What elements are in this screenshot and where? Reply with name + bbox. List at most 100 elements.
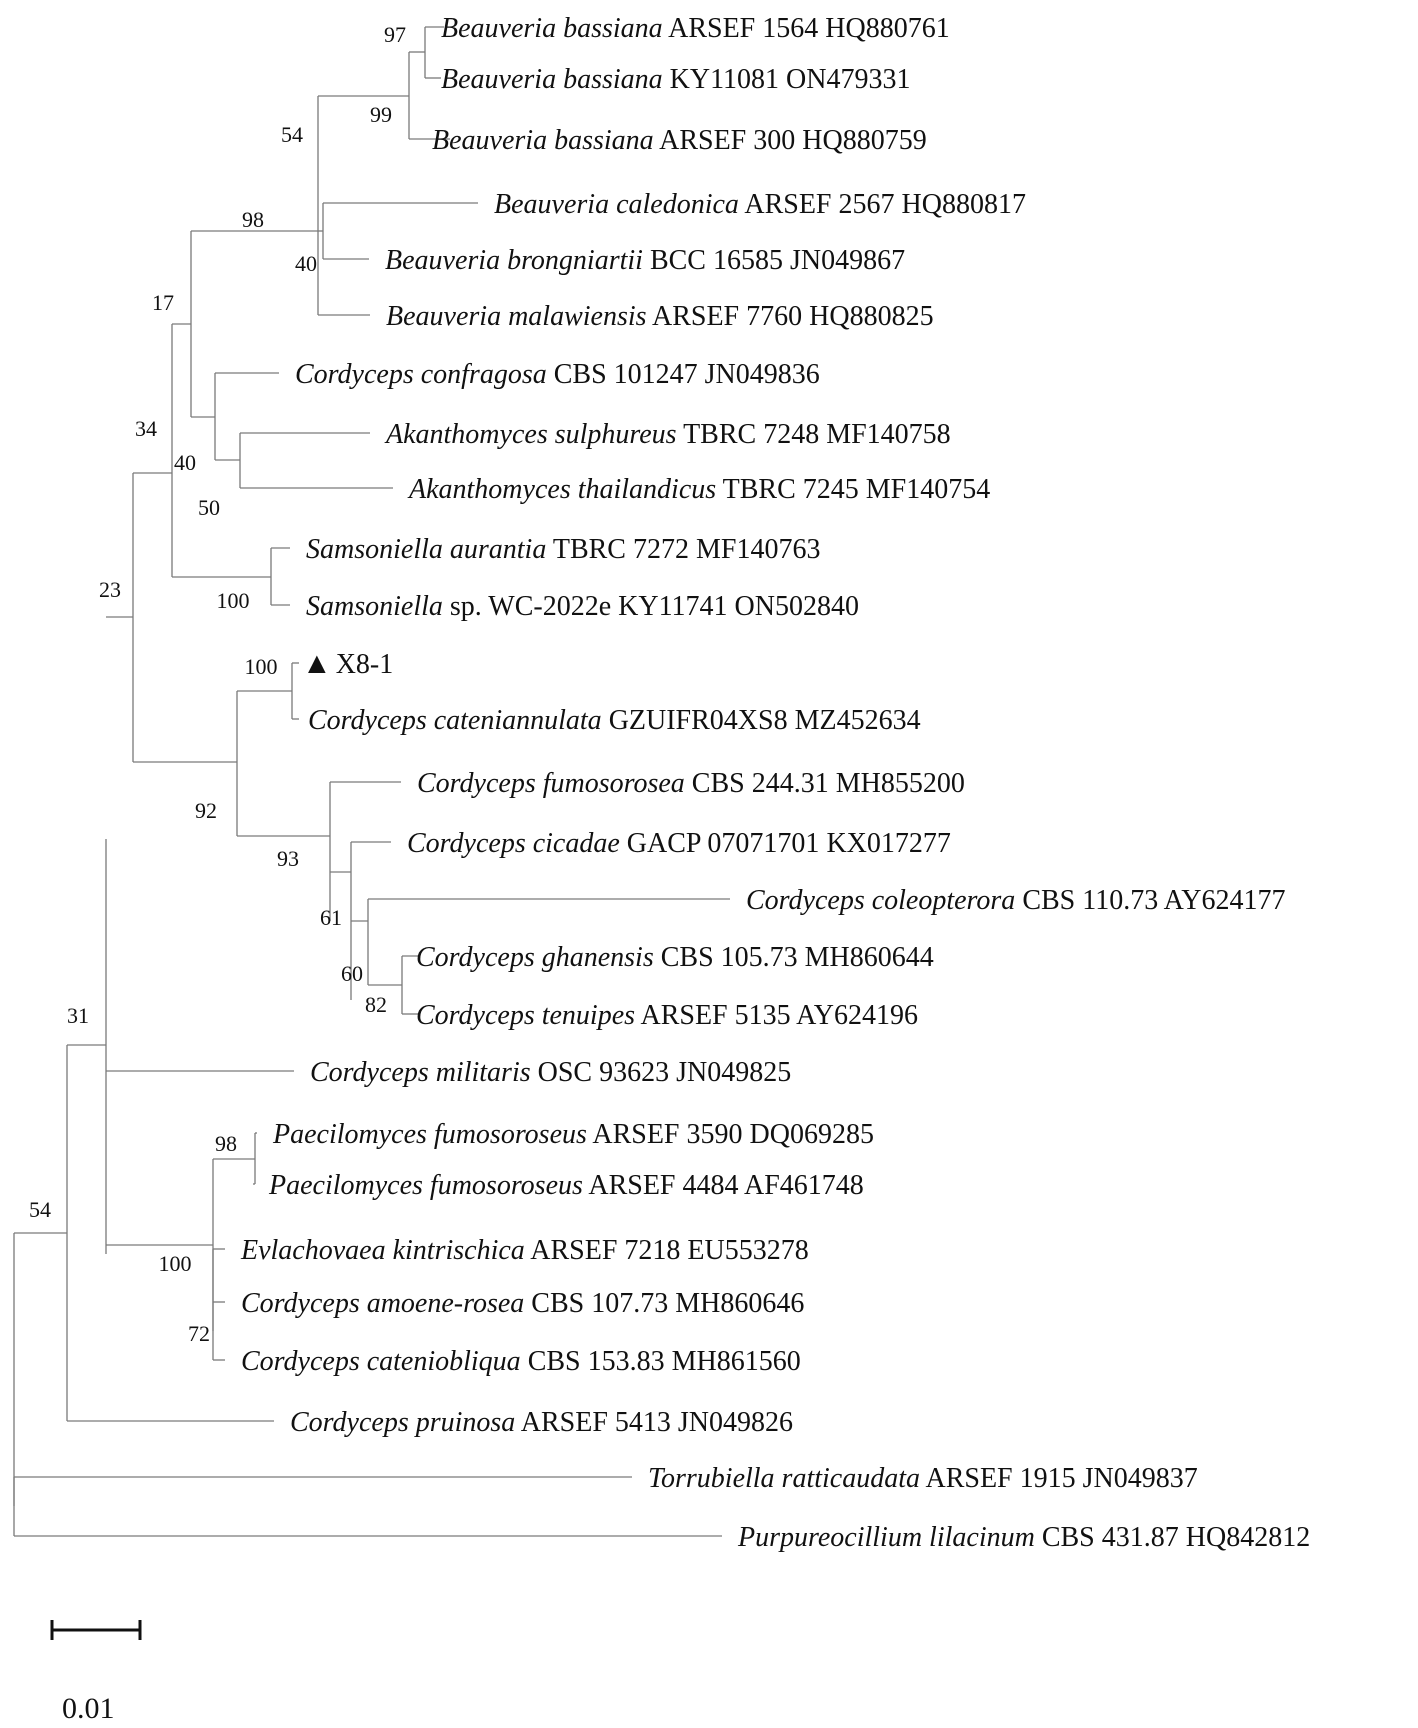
bootstrap-value: 98 bbox=[215, 1131, 237, 1156]
taxon-accession: JN049837 bbox=[1076, 1463, 1198, 1494]
taxon-species: Cordyceps coleopterora bbox=[746, 885, 1015, 916]
taxon-strain: ARSEF 7760 bbox=[647, 301, 803, 332]
bootstrap-value: 98 bbox=[242, 207, 264, 232]
bootstrap-value: 54 bbox=[281, 122, 303, 147]
taxon-label: Paecilomyces fumosoroseus ARSEF 3590 DQ0… bbox=[272, 1119, 874, 1150]
taxon-strain: ARSEF 1564 bbox=[663, 13, 819, 44]
taxon-species: Cordyceps pruinosa bbox=[290, 1407, 515, 1438]
taxon-accession: HQ880817 bbox=[895, 189, 1026, 220]
taxon-species: Samsoniella bbox=[306, 591, 443, 622]
bootstrap-value: 54 bbox=[29, 1197, 51, 1222]
taxon-accession: MF140754 bbox=[859, 474, 990, 505]
taxon-strain: ARSEF 3590 bbox=[587, 1119, 743, 1150]
taxon-accession: HQ842812 bbox=[1179, 1522, 1310, 1553]
bootstrap-value: 100 bbox=[159, 1251, 192, 1276]
taxon-species: Cordyceps fumosorosea bbox=[417, 768, 685, 799]
taxon-accession: MZ452634 bbox=[788, 705, 921, 736]
taxon-accession: ON502840 bbox=[728, 591, 859, 622]
taxon-label: Cordyceps coleopterora CBS 110.73 AY6241… bbox=[746, 885, 1286, 916]
bootstrap-value: 99 bbox=[370, 102, 392, 127]
taxon-species: Cordyceps cicadae bbox=[407, 828, 620, 859]
taxon-label: Cordyceps cateniannulata GZUIFR04XS8 MZ4… bbox=[308, 705, 921, 736]
taxon-label: Torrubiella ratticaudata ARSEF 1915 JN04… bbox=[648, 1463, 1198, 1494]
taxon-accession: MH860646 bbox=[668, 1288, 804, 1319]
taxon-accession: MF140758 bbox=[819, 419, 950, 450]
taxon-label: Beauveria caledonica ARSEF 2567 HQ880817 bbox=[494, 189, 1026, 220]
taxon-strain: ARSEF 1915 bbox=[920, 1463, 1076, 1494]
taxon-species: Cordyceps ghanensis bbox=[416, 942, 654, 973]
scale-bar: 0.01 bbox=[50, 1620, 142, 1725]
taxon-qualifier: sp. WC-2022e bbox=[443, 591, 611, 622]
taxon-species: Beauveria bassiana bbox=[441, 64, 663, 95]
taxon-strain: BCC 16585 bbox=[643, 245, 783, 276]
taxon-label: Samsoniella sp. WC-2022e KY11741 ON50284… bbox=[306, 591, 859, 622]
tree-branches bbox=[13, 26, 730, 1537]
taxon-accession: MH855200 bbox=[829, 768, 965, 799]
taxon-strain: TBRC 7248 bbox=[677, 419, 820, 450]
taxon-label: Cordyceps fumosorosea CBS 244.31 MH85520… bbox=[417, 768, 965, 799]
taxon-species: Akanthomyces sulphureus bbox=[384, 419, 677, 450]
bootstrap-value: 31 bbox=[67, 1003, 89, 1028]
bootstrap-value: 72 bbox=[188, 1321, 210, 1346]
taxon-accession: JN049836 bbox=[698, 359, 820, 390]
taxon-species: Cordyceps cateniannulata bbox=[308, 705, 602, 736]
taxon-label: Beauveria bassiana ARSEF 1564 HQ880761 bbox=[441, 13, 950, 44]
taxon-accession: ON479331 bbox=[779, 64, 910, 95]
taxon-label: ▲X8-1 bbox=[302, 647, 393, 680]
taxon-accession: JN049826 bbox=[671, 1407, 793, 1438]
bootstrap-value: 40 bbox=[174, 450, 196, 475]
taxon-species: Purpureocillium lilacinum bbox=[737, 1522, 1035, 1553]
taxon-strain: GACP 07071701 bbox=[620, 828, 820, 859]
taxon-species: Cordyceps confragosa bbox=[295, 359, 547, 390]
bootstrap-value: 93 bbox=[277, 846, 299, 871]
taxon-label: Cordyceps tenuipes ARSEF 5135 AY624196 bbox=[416, 1000, 918, 1031]
taxon-labels: Beauveria bassiana ARSEF 1564 HQ880761Be… bbox=[240, 13, 1310, 1553]
taxon-accession: AF461748 bbox=[739, 1170, 864, 1201]
taxon-label: Beauveria malawiensis ARSEF 7760 HQ88082… bbox=[386, 301, 934, 332]
bootstrap-value: 50 bbox=[198, 495, 220, 520]
taxon-accession: JN049867 bbox=[783, 245, 905, 276]
taxon-strain: TBRC 7272 bbox=[546, 534, 689, 565]
taxon-strain: ARSEF 4484 bbox=[583, 1170, 739, 1201]
taxon-accession: MF140763 bbox=[689, 534, 820, 565]
taxon-species: Cordyceps militaris bbox=[310, 1057, 531, 1088]
bootstrap-value: 92 bbox=[195, 798, 217, 823]
taxon-species: Beauveria bassiana bbox=[441, 13, 663, 44]
taxon-strain: X8-1 bbox=[336, 649, 394, 680]
taxon-strain: ARSEF 5413 bbox=[515, 1407, 671, 1438]
taxon-species: Akanthomyces thailandicus bbox=[407, 474, 716, 505]
taxon-label: Paecilomyces fumosoroseus ARSEF 4484 AF4… bbox=[268, 1170, 864, 1201]
taxon-species: Paecilomyces fumosoroseus bbox=[268, 1170, 583, 1201]
bootstrap-value: 61 bbox=[320, 905, 342, 930]
taxon-label: Cordyceps militaris OSC 93623 JN049825 bbox=[310, 1057, 791, 1088]
taxon-label: Beauveria brongniartii BCC 16585 JN04986… bbox=[385, 245, 905, 276]
taxon-label: Cordyceps cicadae GACP 07071701 KX017277 bbox=[407, 828, 951, 859]
taxon-label: Beauveria bassiana ARSEF 300 HQ880759 bbox=[432, 125, 927, 156]
scale-bar-label: 0.01 bbox=[62, 1692, 115, 1725]
bootstrap-value: 97 bbox=[384, 22, 406, 47]
taxon-strain: CBS 431.87 bbox=[1035, 1522, 1179, 1553]
taxon-species: Beauveria malawiensis bbox=[386, 301, 647, 332]
taxon-label: Cordyceps amoene-rosea CBS 107.73 MH8606… bbox=[241, 1288, 804, 1319]
taxon-strain: CBS 101247 bbox=[547, 359, 698, 390]
taxon-strain: ARSEF 5135 bbox=[635, 1000, 791, 1031]
taxon-species: Beauveria brongniartii bbox=[385, 245, 643, 276]
taxon-strain: CBS 110.73 bbox=[1015, 885, 1158, 916]
taxon-strain: TBRC 7245 bbox=[716, 474, 859, 505]
taxon-strain: KY11741 bbox=[611, 591, 727, 622]
bootstrap-value: 100 bbox=[217, 588, 250, 613]
taxon-species: Cordyceps tenuipes bbox=[416, 1000, 635, 1031]
bootstrap-value: 40 bbox=[295, 251, 317, 276]
taxon-accession: MH861560 bbox=[665, 1346, 801, 1377]
taxon-species: Paecilomyces fumosoroseus bbox=[272, 1119, 587, 1150]
taxon-accession: DQ069285 bbox=[743, 1119, 874, 1150]
bootstrap-value: 17 bbox=[152, 290, 174, 315]
taxon-strain: OSC 93623 bbox=[531, 1057, 669, 1088]
triangle-marker-icon: ▲ bbox=[302, 647, 332, 680]
taxon-strain: KY11081 bbox=[663, 64, 779, 95]
taxon-accession: AY624177 bbox=[1158, 885, 1285, 916]
taxon-label: Samsoniella aurantia TBRC 7272 MF140763 bbox=[306, 534, 820, 565]
bootstrap-value: 82 bbox=[365, 992, 387, 1017]
taxon-label: Akanthomyces sulphureus TBRC 7248 MF1407… bbox=[384, 419, 951, 450]
taxon-label: Beauveria bassiana KY11081 ON479331 bbox=[441, 64, 911, 95]
